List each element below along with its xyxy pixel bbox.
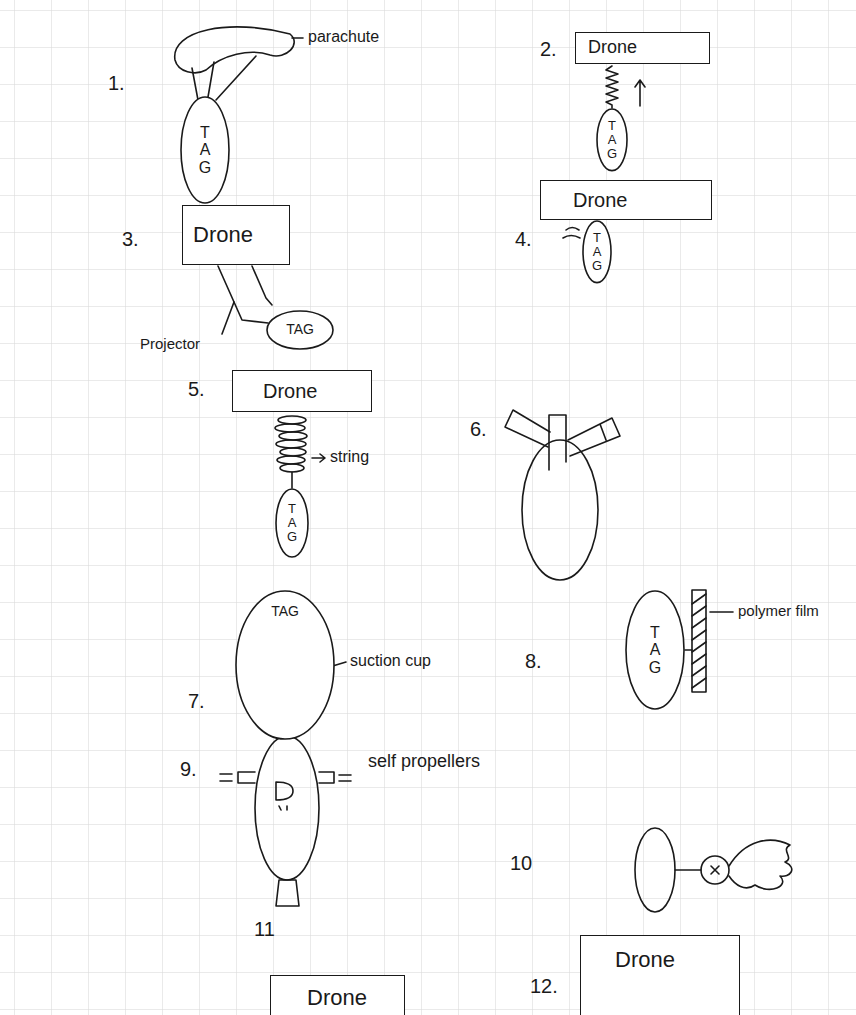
- part-label: polymer film: [738, 603, 819, 620]
- callout-number: 12.: [530, 975, 558, 997]
- tag-label: TAG: [606, 119, 619, 162]
- drone-box: Drone: [540, 180, 712, 220]
- bird-head: [701, 856, 729, 884]
- flap: [549, 415, 566, 470]
- callout-number: 3.: [122, 228, 139, 250]
- drone-box: Drone: [232, 370, 372, 412]
- tag-label: TAG: [591, 231, 604, 274]
- callout-number: 2.: [540, 38, 557, 60]
- link-line: [675, 869, 701, 871]
- bird-eye: [711, 866, 719, 874]
- flap: [505, 410, 550, 447]
- tag-outline-shape: [236, 591, 334, 739]
- projector-arm: [218, 266, 272, 323]
- tag-outline-shape: [626, 591, 684, 709]
- parachute-canopy: [175, 27, 294, 73]
- film-hatch: [692, 594, 706, 688]
- callout-number: 1.: [108, 72, 125, 94]
- callout-number: 11: [254, 918, 275, 940]
- drone-box: Drone: [270, 975, 405, 1015]
- callout-number: 10: [510, 852, 532, 874]
- tag-label: TAG: [271, 604, 299, 619]
- drone-label: Drone: [193, 223, 253, 247]
- film-link: [685, 649, 692, 651]
- tag-ellipse: TAG: [625, 590, 685, 710]
- tag-label: TAG: [197, 124, 213, 177]
- drone-label: Drone: [307, 986, 367, 1010]
- coiled-string: [275, 416, 307, 488]
- part-label: self propellers: [368, 752, 480, 772]
- drone-label: Drone: [588, 38, 637, 58]
- tag-outline-shape: [181, 97, 229, 203]
- tag-outline-shape: [267, 311, 333, 349]
- tag-ellipse: TAG: [596, 108, 628, 172]
- callout-number: 6.: [470, 418, 487, 440]
- callout-number: 9.: [180, 758, 197, 780]
- part-label: suction cup: [350, 652, 431, 670]
- tag-outline-shape: [597, 109, 627, 171]
- propeller: [276, 880, 299, 906]
- drone-label: Drone: [573, 189, 627, 211]
- tag-ellipse: TAG: [582, 220, 612, 284]
- drone-label: Drone: [263, 380, 317, 402]
- part-label: string: [330, 448, 369, 466]
- propeller: [319, 772, 351, 783]
- callout-number: 4.: [515, 228, 532, 250]
- tag-ellipse: TAG: [266, 310, 334, 350]
- tag-ellipse: TAG: [275, 488, 309, 558]
- propeller: [220, 772, 255, 783]
- spring: [606, 66, 618, 108]
- parachute-lines: [192, 56, 256, 100]
- polymer-film: [692, 590, 706, 692]
- part-label: Projector: [140, 336, 200, 353]
- tag-body: [635, 828, 675, 912]
- callout-number: 8.: [525, 650, 542, 672]
- tag-label: TAG: [286, 322, 314, 337]
- drone-label: Drone: [615, 948, 675, 972]
- tag-outline-shape: [583, 221, 611, 283]
- tag-body: [522, 440, 598, 580]
- face-mark: [276, 782, 293, 810]
- leader-line: [710, 611, 733, 613]
- up-arrow: [635, 80, 645, 106]
- callout-number: 5.: [188, 378, 205, 400]
- tag-ellipse: TAG: [180, 96, 230, 204]
- tag-label: TAG: [286, 502, 299, 545]
- callout-number: 7.: [188, 690, 205, 712]
- flap: [568, 418, 620, 456]
- pointer-arrow: [312, 454, 325, 462]
- tag-body: [255, 736, 319, 880]
- part-label: parachute: [308, 28, 379, 46]
- wing: [729, 840, 792, 889]
- tag-label: TAG: [647, 624, 663, 677]
- drone-box: Drone: [182, 205, 290, 265]
- leader-line: [292, 37, 303, 39]
- drone-box: Drone: [580, 935, 740, 1015]
- leader-line: [222, 302, 234, 334]
- drone-box: Drone: [575, 32, 710, 64]
- motion-marks: [563, 228, 580, 239]
- tag-ellipse: TAG: [235, 590, 335, 740]
- tag-outline-shape: [276, 489, 308, 557]
